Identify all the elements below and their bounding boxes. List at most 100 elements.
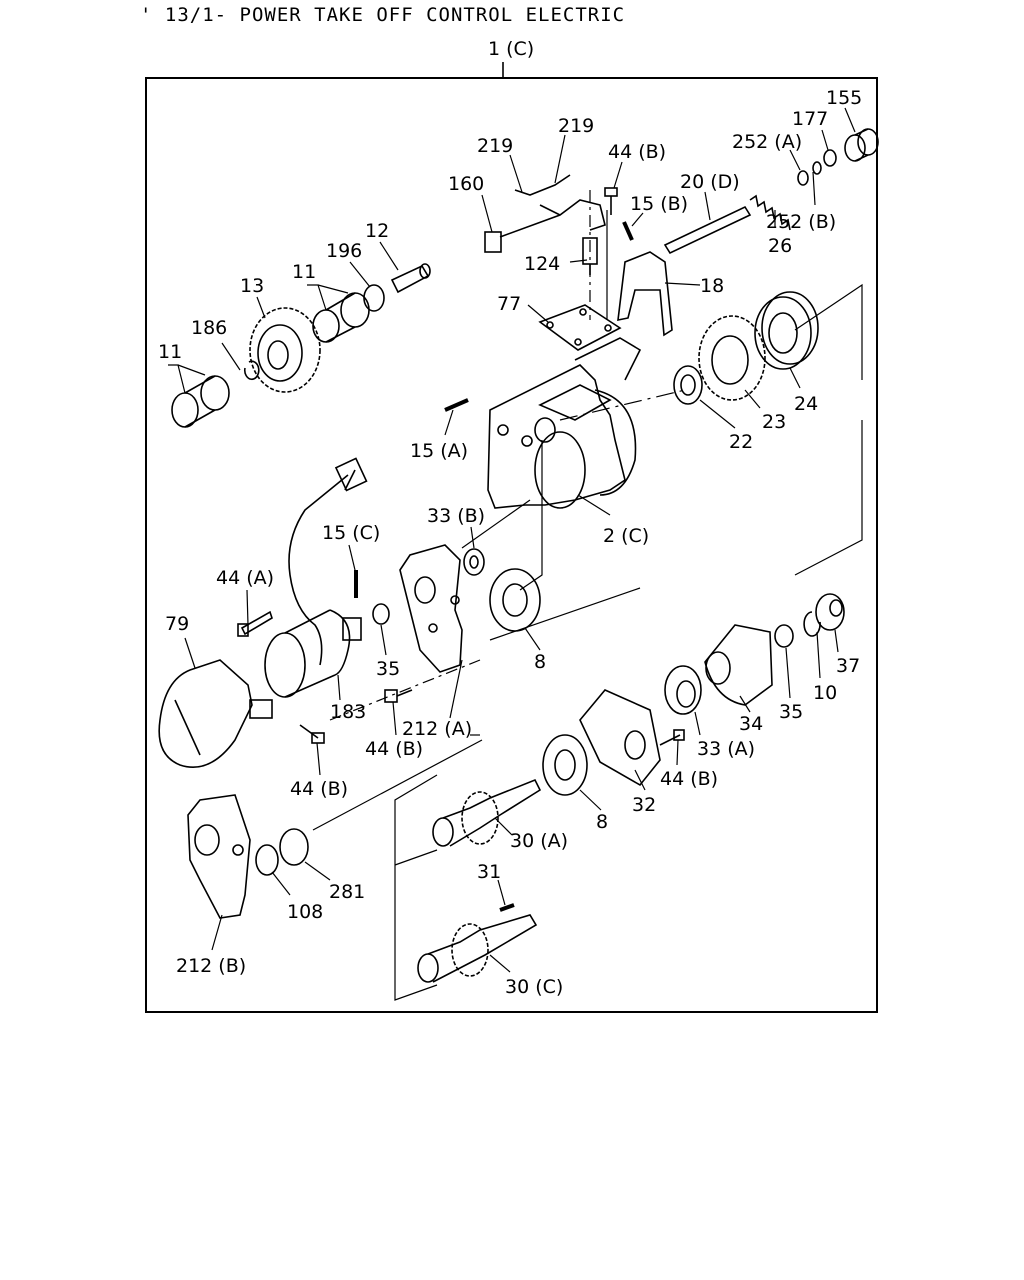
callout-160: 160 (448, 173, 484, 195)
callout-24: 24 (794, 393, 818, 415)
washer-35-mid (372, 603, 390, 625)
diagram-frame (145, 77, 878, 1013)
flange-34 (704, 624, 773, 706)
callout-10: 10 (813, 682, 837, 704)
callout-35-right: 35 (779, 701, 803, 723)
bearing-8-mid (489, 568, 541, 632)
callout-18: 18 (700, 275, 724, 297)
guide-lines (312, 190, 864, 1001)
page-title: ' 13/1- POWER TAKE OFF CONTROL ELECTRIC (140, 4, 626, 26)
callout-281: 281 (329, 881, 365, 903)
gear-13 (249, 307, 321, 393)
callout-44b-top: 44 (B) (608, 141, 666, 163)
callout-12: 12 (365, 220, 389, 242)
callout-252a: 252 (A) (732, 131, 802, 153)
callout-219-lower: 219 (477, 135, 513, 157)
bolt-44b-left (299, 724, 325, 744)
callout-11-left: 11 (158, 341, 182, 363)
cap-155 (844, 128, 879, 162)
shaft-30c (417, 914, 538, 983)
callouts: 155 177 252 (A) 252 (B) 219 219 44 (B) 2… (158, 87, 862, 998)
spring-26 (749, 194, 791, 231)
housing-2c (487, 337, 642, 509)
callout-77: 77 (497, 293, 521, 315)
switch-124 (582, 237, 598, 275)
ring-281 (279, 828, 309, 866)
washer-252b (812, 161, 822, 175)
callout-23: 23 (762, 411, 786, 433)
bolt-44a (237, 610, 273, 637)
ring-196 (363, 284, 385, 312)
lock-washer-10 (803, 611, 821, 637)
wire-harness (288, 457, 368, 666)
callout-108: 108 (287, 901, 323, 923)
callout-32: 32 (632, 794, 656, 816)
plate-212b (187, 794, 251, 919)
bolt-44b-right (659, 729, 685, 746)
flange-32 (579, 689, 661, 787)
callout-124: 124 (524, 253, 560, 275)
cover-79 (158, 659, 273, 769)
callout-15b: 15 (B) (630, 193, 688, 215)
assembly-label: 1 (C) (488, 38, 534, 60)
bearing-8-low (542, 734, 588, 796)
washer-252a (797, 170, 809, 186)
callout-8-mid: 8 (534, 651, 546, 673)
cover-plate-77 (538, 304, 622, 351)
callout-2c: 2 (C) (603, 525, 649, 547)
pin-15a (444, 398, 469, 412)
callout-155: 155 (826, 87, 862, 109)
sleeve-24 (754, 291, 819, 370)
callout-79: 79 (165, 613, 189, 635)
oil-seal-22 (673, 365, 703, 405)
callout-44b-left: 44 (B) (290, 778, 348, 800)
callout-33a: 33 (A) (697, 738, 755, 760)
bolt-44b-mid (384, 689, 413, 703)
callout-20d: 20 (D) (680, 171, 740, 193)
callout-8-low: 8 (596, 811, 608, 833)
leader-lines (168, 107, 856, 973)
motor-183 (264, 609, 362, 698)
shaft-30a (432, 778, 542, 847)
shift-fork-18 (617, 251, 673, 337)
callout-34: 34 (739, 713, 763, 735)
callout-252b: 252 (B) (766, 211, 836, 233)
callout-30c: 30 (C) (505, 976, 563, 998)
ring-108 (255, 844, 279, 876)
bearing-33b (463, 548, 485, 576)
callout-30a: 30 (A) (510, 830, 568, 852)
callout-15c: 15 (C) (322, 522, 380, 544)
key-31 (499, 903, 515, 912)
callout-13: 13 (240, 275, 264, 297)
callout-196: 196 (326, 240, 362, 262)
nut-37 (815, 593, 845, 631)
callout-22: 22 (729, 431, 753, 453)
callout-26: 26 (768, 235, 792, 257)
bearing-11-left (171, 375, 230, 428)
callout-15a: 15 (A) (410, 440, 468, 462)
callout-44b-right: 44 (B) (660, 768, 718, 790)
callout-33b: 33 (B) (427, 505, 485, 527)
harness-bracket-219 (484, 174, 606, 253)
callout-35-mid: 35 (376, 658, 400, 680)
callout-31: 31 (477, 861, 501, 883)
seal-33a (664, 665, 702, 715)
callout-212a: 212 (A) (402, 718, 472, 740)
bolt-44b-top (604, 187, 618, 215)
washer-35-right (774, 624, 794, 648)
callout-177: 177 (792, 108, 828, 130)
snap-ring-186 (243, 360, 260, 381)
callout-11-top: 11 (292, 261, 316, 283)
gear-23 (698, 315, 766, 401)
callout-183: 183 (330, 701, 366, 723)
callout-212b: 212 (B) (176, 955, 246, 977)
shaft-20d (663, 205, 752, 255)
pin-15b (622, 221, 634, 241)
plate-212a (399, 544, 463, 673)
nut-177 (823, 149, 837, 167)
callout-219-upper: 219 (558, 115, 594, 137)
callout-44a: 44 (A) (216, 567, 274, 589)
callout-44b-mid: 44 (B) (365, 738, 423, 760)
callout-37: 37 (836, 655, 860, 677)
